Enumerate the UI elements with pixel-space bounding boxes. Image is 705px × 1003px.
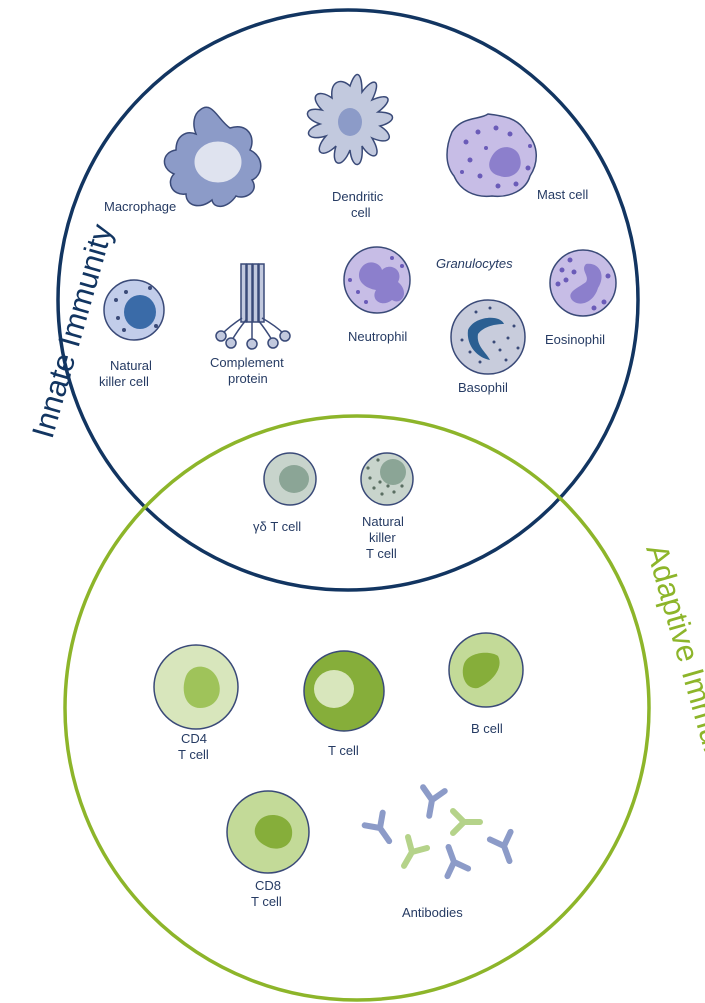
macrophage-label: Macrophage <box>104 199 176 214</box>
b-cell-icon <box>448 632 524 708</box>
mast-cell-label: Mast cell <box>537 187 588 202</box>
granulocytes-label: Granulocytes <box>436 256 513 271</box>
innate-circle <box>56 8 640 592</box>
mast-cell-icon <box>446 113 537 198</box>
innate-immunity-title: Innate Immunity <box>25 220 120 442</box>
t-cell-label: T cell <box>328 743 359 758</box>
adaptive-circle <box>63 414 651 1002</box>
neutrophil-icon <box>343 246 411 314</box>
basophil-icon <box>450 299 526 375</box>
complement-protein-label-2: protein <box>228 371 268 386</box>
gamma-delta-t-cell-icon <box>263 452 317 506</box>
natural-killer-t-cell-label-3: T cell <box>366 546 397 561</box>
cd8-t-cell-icon <box>226 790 310 874</box>
cd4-t-cell-label-2: T cell <box>178 747 209 762</box>
natural-killer-cell-label-1: Natural <box>110 358 152 373</box>
natural-killer-cell-icon <box>103 279 165 341</box>
eosinophil-label: Eosinophil <box>545 332 605 347</box>
natural-killer-cell-label-2: killer cell <box>99 374 149 389</box>
t-cell-icon <box>303 650 385 732</box>
neutrophil-label: Neutrophil <box>348 329 407 344</box>
dendritic-cell-icon <box>306 73 394 166</box>
antibodies-label: Antibodies <box>402 905 463 920</box>
cd4-t-cell-label-1: CD4 <box>181 731 207 746</box>
basophil-label: Basophil <box>458 380 508 395</box>
dendritic-cell-label-1: Dendritic <box>332 189 384 204</box>
cd8-t-cell-label-2: T cell <box>251 894 282 909</box>
macrophage-icon <box>163 106 262 208</box>
eosinophil-icon <box>549 249 617 317</box>
natural-killer-t-cell-icon <box>360 452 414 506</box>
complement-protein-icon <box>215 263 291 350</box>
cd4-t-cell-icon <box>153 644 239 730</box>
complement-protein-label-1: Complement <box>210 355 284 370</box>
adaptive-immunity-title: Adaptive Immunity <box>639 540 705 795</box>
natural-killer-t-cell-label-1: Natural <box>362 514 404 529</box>
gamma-delta-t-cell-label: γδ T cell <box>253 519 301 534</box>
antibodies-icon <box>365 787 520 876</box>
b-cell-label: B cell <box>471 721 503 736</box>
dendritic-cell-label-2: cell <box>351 205 371 220</box>
cd8-t-cell-label-1: CD8 <box>255 878 281 893</box>
natural-killer-t-cell-label-2: killer <box>369 530 396 545</box>
